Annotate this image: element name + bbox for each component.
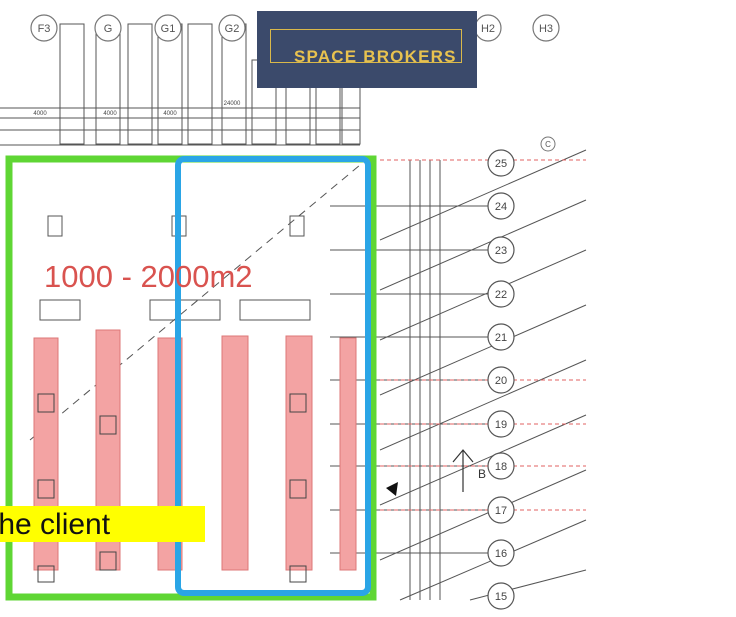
racking-details [37,393,307,583]
red-gridlines [380,159,586,511]
row-label: 16 [495,548,507,560]
row-label: 17 [495,505,507,517]
row-label: 23 [495,245,507,257]
column-label: F3 [38,23,51,35]
blue-area-outline [175,156,371,596]
logo-text: SPACE BROKERS [294,47,457,66]
column-label: G1 [161,23,176,35]
column-label: H3 [539,23,553,35]
dimension-top: 24000 [224,101,241,107]
space-brokers-logo: SPACE BROKERS [257,11,477,88]
row-label: 18 [495,461,507,473]
area-label: 1000 - 2000m2 [44,259,253,294]
row-label: 24 [495,201,507,213]
row-label: 21 [495,332,507,344]
grid-ref-label: C [545,140,551,149]
row-markers [487,149,515,610]
client-banner [0,506,205,542]
column-label: H2 [481,23,495,35]
row-label: 20 [495,375,507,387]
column-label: G [104,23,113,35]
row-label: 19 [495,419,507,431]
column-label: G2 [225,23,240,35]
logo-frame [270,29,462,63]
triangle-marker-icon [386,482,398,496]
row-label: 25 [495,158,507,170]
section-marker-arrow-icon [452,449,474,492]
dimension-segment: 4000 [103,111,117,117]
column-labels: F3 G G1 G2 H2 H3 [38,23,553,35]
row-label: 22 [495,289,507,301]
grid-ref-marker [540,136,556,152]
row-label: 15 [495,591,507,603]
client-banner-text: the client [0,508,111,541]
dimension-segment: 4000 [163,111,177,117]
column-markers [30,14,560,42]
row-labels: 25 24 23 22 21 20 19 18 17 16 15 [495,158,507,603]
dimension-segment: 4000 [33,111,47,117]
dimension-text: 24000 4000 4000 4000 [33,101,241,117]
section-marker-label: B [478,467,486,481]
